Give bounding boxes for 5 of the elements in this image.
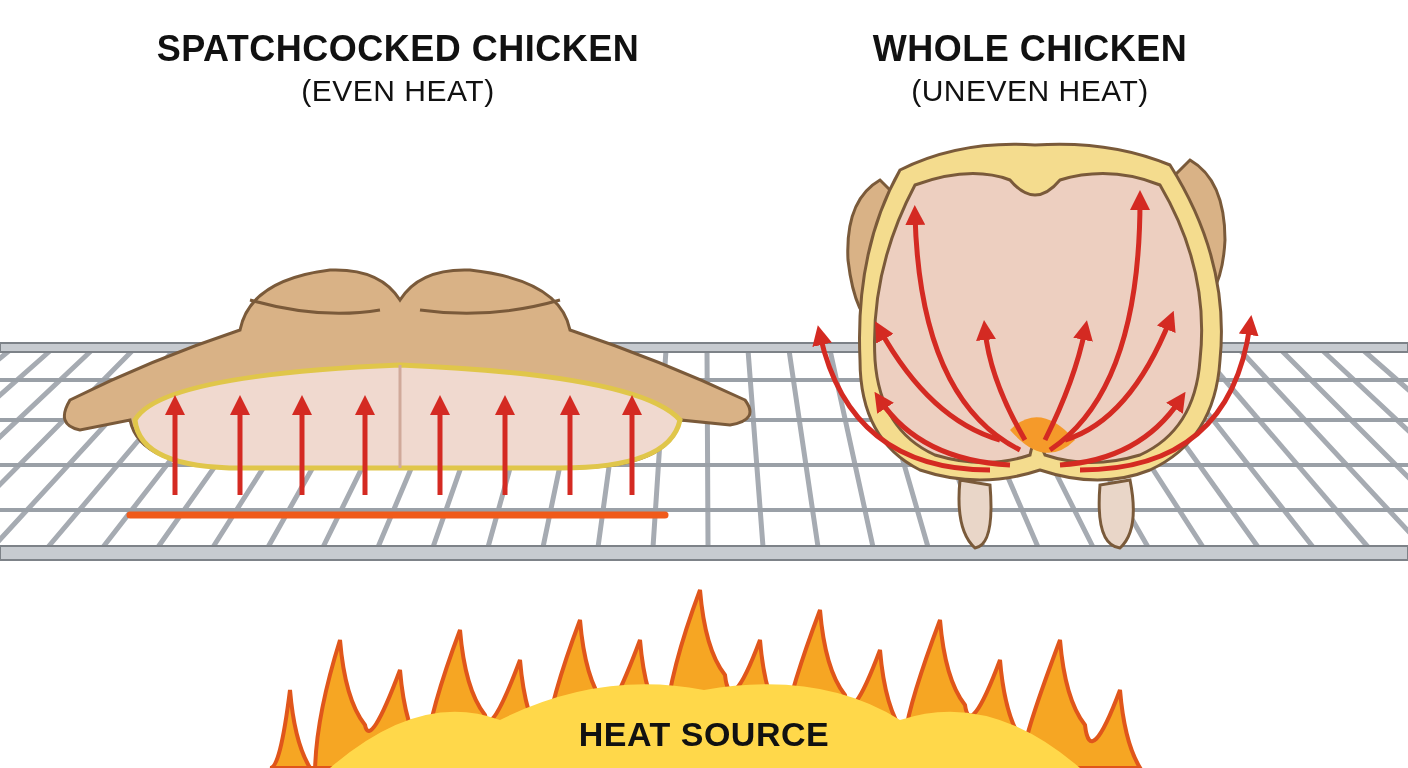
subtitle: (EVEN HEAT)	[301, 74, 495, 108]
title: SPATCHCOCKED CHICKEN	[156, 28, 640, 70]
title: WHOLE CHICKEN	[872, 28, 1188, 70]
heat-source-label: HEAT SOURCE	[578, 715, 830, 754]
subtitle: (UNEVEN HEAT)	[911, 74, 1149, 108]
